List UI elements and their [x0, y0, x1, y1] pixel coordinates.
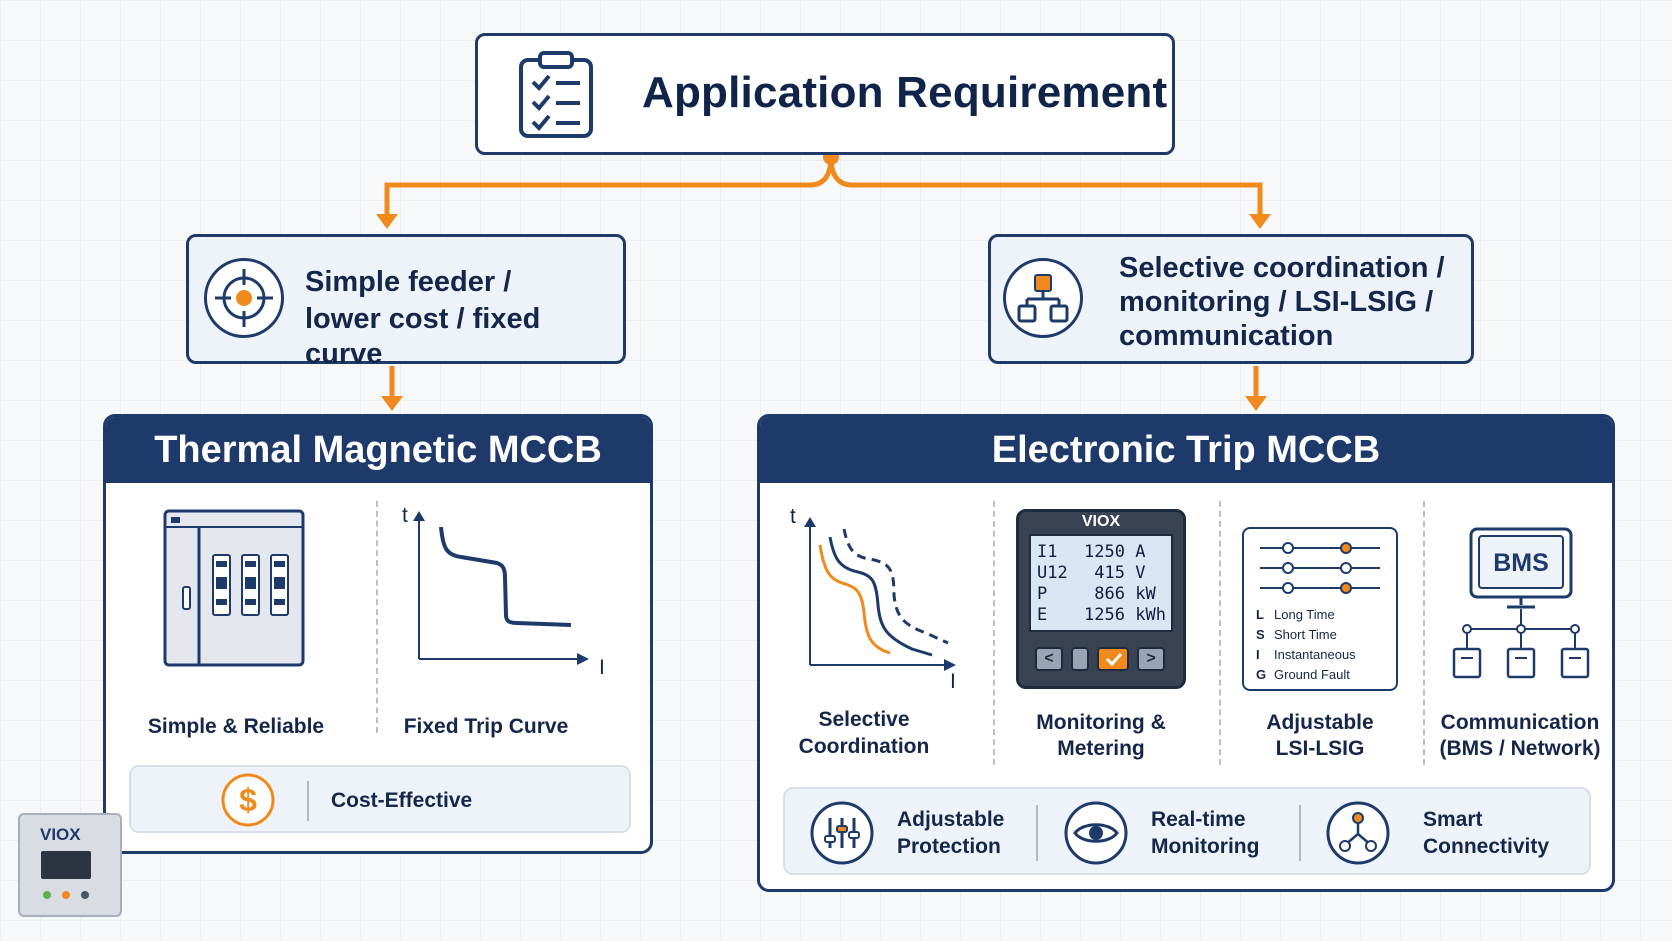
- electronic-trip-panel: Electronic Trip MCCB t I Selective Coord…: [757, 414, 1615, 892]
- meter-row-unit: A: [1135, 542, 1146, 562]
- divider: [376, 501, 378, 733]
- smart-connectivity-line1: Smart: [1423, 808, 1483, 831]
- dollar-sign: $: [239, 782, 257, 818]
- selective-coordination-box: Selective coordination / monitoring / LS…: [988, 234, 1474, 364]
- lsig-sliders-icon: [1260, 542, 1380, 594]
- eye-icon: [1064, 801, 1128, 865]
- meter-row-value: 1250: [1084, 542, 1125, 562]
- lsig-row: L Long Time: [1256, 607, 1335, 622]
- thermal-magnetic-panel: Thermal Magnetic MCCB Simple & Reliable …: [103, 414, 653, 854]
- meter-ok-button[interactable]: [1097, 647, 1129, 671]
- clipboard-checklist-icon: [519, 51, 593, 138]
- fixed-curve-t-axis-label: t: [402, 504, 408, 527]
- electronic-features-strip: Adjustable Protection Real-time Monitori…: [783, 787, 1591, 875]
- breaker-cabinet-icon: [163, 509, 305, 667]
- viox-logo-badge: VIOX: [18, 813, 122, 917]
- selective-i-axis-label: I: [950, 670, 956, 693]
- meter-row-label: I1: [1037, 542, 1058, 562]
- lsig-letter: L: [1256, 607, 1264, 622]
- cost-effective-label: Cost-Effective: [331, 789, 473, 812]
- target-icon: [204, 258, 284, 338]
- logo-dot: [43, 891, 51, 899]
- monitoring-metering-line1: Monitoring &: [1036, 711, 1166, 734]
- meter-row-unit: V: [1135, 563, 1146, 583]
- simple-reliable-label: Simple & Reliable: [147, 715, 325, 738]
- fixed-trip-curve-label: Fixed Trip Curve: [403, 715, 569, 738]
- lsig-row: G Ground Fault: [1256, 667, 1350, 682]
- adjustable-protection-line2: Protection: [897, 835, 1001, 858]
- selective-coordination-chart: [804, 517, 956, 671]
- selective-coordination-line2: monitoring / LSI-LSIG /: [1119, 286, 1434, 318]
- logo-screen: [41, 851, 91, 879]
- check-icon: [1105, 652, 1123, 667]
- selective-t-axis-label: t: [790, 505, 796, 528]
- lsig-name: Long Time: [1274, 607, 1335, 622]
- meter-row-unit: kW: [1135, 584, 1156, 604]
- lsig-name: Instantaneous: [1274, 647, 1356, 662]
- communication-line2: (BMS / Network): [1439, 737, 1601, 760]
- real-time-monitoring-line2: Monitoring: [1151, 835, 1260, 858]
- lsig-row: S Short Time: [1256, 627, 1337, 642]
- thermal-magnetic-title: Thermal Magnetic MCCB: [106, 417, 650, 483]
- meter-row-value: 866: [1094, 584, 1125, 604]
- lsig-letter: S: [1256, 627, 1265, 642]
- smart-connectivity-line2: Connectivity: [1423, 835, 1550, 858]
- meter-brand: VIOX: [1081, 513, 1121, 530]
- connectivity-icon: [1326, 801, 1390, 865]
- meter-row-unit: kWh: [1135, 605, 1166, 625]
- meter-row-label: E: [1037, 605, 1048, 625]
- meter-row-value: 415: [1094, 563, 1125, 583]
- power-meter-device: VIOX I1 1250 A U12 415 V P 866 kW E 1256 kWh…: [1016, 509, 1186, 689]
- dollar-icon: [221, 773, 275, 827]
- application-requirement-box: Application Requirement: [475, 33, 1175, 155]
- monitoring-metering-line2: Metering: [1057, 737, 1145, 760]
- lsig-letter: I: [1256, 647, 1260, 662]
- electronic-trip-title: Electronic Trip MCCB: [760, 417, 1612, 483]
- communication-line1: Communication: [1440, 711, 1600, 734]
- fixed-trip-curve-chart: [413, 511, 589, 665]
- hierarchy-icon: [1003, 258, 1083, 338]
- meter-row-label: P: [1037, 584, 1048, 604]
- simple-feeder-line2: lower cost / fixed curve: [305, 303, 541, 370]
- adjustable-lsi-lsig-line2: LSI-LSIG: [1275, 737, 1365, 760]
- logo-dot: [62, 891, 70, 899]
- meter-mid-button[interactable]: [1071, 647, 1089, 671]
- viox-logo-text: VIOX: [40, 825, 81, 844]
- meter-row-label: U12: [1037, 563, 1068, 583]
- lsig-row: I Instantaneous: [1256, 647, 1356, 662]
- selective-coordination-line2: Coordination: [798, 735, 930, 758]
- real-time-monitoring-line1: Real-time: [1151, 808, 1246, 831]
- meter-right-button[interactable]: >: [1137, 647, 1165, 671]
- selective-coordination-line3: communication: [1119, 320, 1334, 352]
- application-requirement-title: Application Requirement: [642, 68, 1168, 117]
- fixed-curve-i-axis-label: I: [599, 656, 605, 679]
- selective-coordination-line1: Selective coordination /: [1119, 252, 1445, 284]
- bms-screen-label: BMS: [1493, 549, 1549, 577]
- meter-left-button[interactable]: <: [1035, 647, 1063, 671]
- meter-row-value: 1256: [1084, 605, 1125, 625]
- lsig-name: Ground Fault: [1274, 667, 1350, 682]
- adjustable-lsi-lsig-line1: Adjustable: [1266, 711, 1374, 734]
- cost-effective-strip: $ Cost-Effective: [129, 765, 631, 833]
- lsig-letter: G: [1256, 667, 1267, 682]
- lsig-name: Short Time: [1274, 627, 1337, 642]
- adjustable-protection-icon: [810, 801, 874, 865]
- simple-feeder-box: Simple feeder / lower cost / fixed curve: [186, 234, 626, 370]
- selective-coordination-line1: Selective: [818, 708, 910, 731]
- simple-feeder-line1: Simple feeder /: [305, 266, 512, 298]
- meter-screen: I1 1250 A U12 415 V P 866 kW E 1256 kWh: [1029, 534, 1173, 632]
- adjustable-protection-line1: Adjustable: [897, 808, 1005, 831]
- logo-dot: [81, 891, 89, 899]
- bms-network-icon: [1452, 527, 1590, 679]
